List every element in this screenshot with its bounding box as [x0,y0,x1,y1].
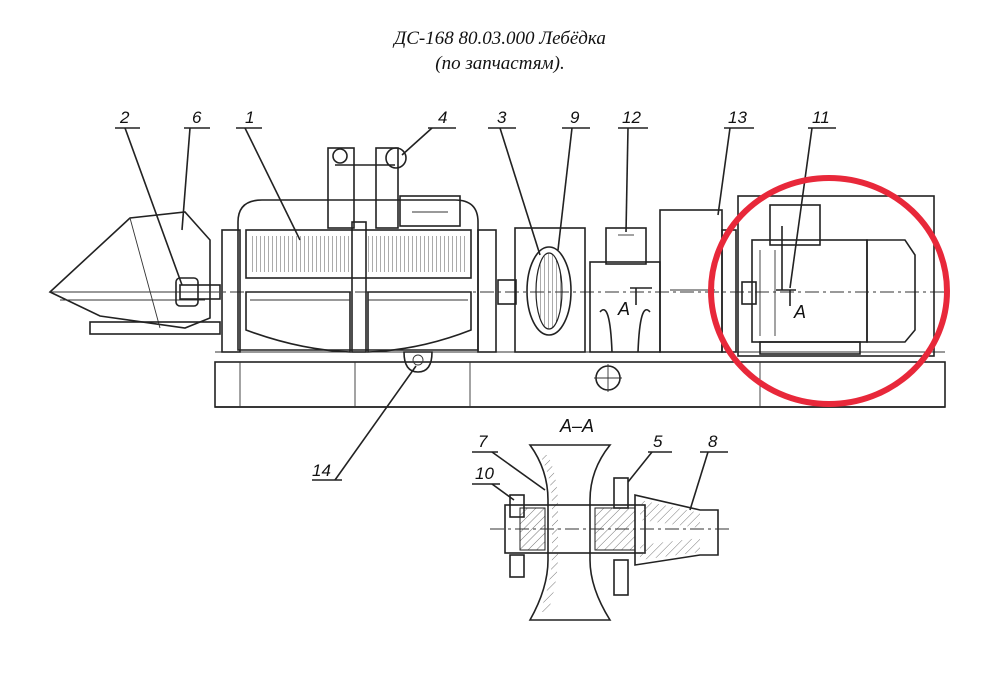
label-9: 9 [570,108,580,127]
gearbox [589,227,661,353]
drawing-title: ДС-168 80.03.000 Лебёдка [394,28,606,49]
label-7: 7 [478,432,488,451]
section-aa: А–А [490,416,730,621]
motor [737,195,935,357]
section-marker-right: А [776,226,806,322]
svg-text:А: А [793,302,806,322]
label-12: 12 [622,108,641,127]
drawing-subtitle: (по запчастям). [435,53,565,74]
label-2: 2 [119,108,130,127]
section-marker-left: А [617,287,652,319]
highlight-circle [708,175,950,407]
brake-drum [497,227,586,353]
callouts: 2 6 1 4 3 9 12 13 11 14 7 5 8 [115,108,836,511]
hook [403,351,433,373]
label-14: 14 [312,461,331,480]
svg-text:А: А [617,299,630,319]
label-4: 4 [438,108,447,127]
label-8: 8 [708,432,718,451]
label-5: 5 [653,432,663,451]
brake-assembly [327,147,461,229]
cone-guard [48,211,221,335]
drum [221,199,497,353]
label-13: 13 [728,108,747,127]
label-11: 11 [812,108,830,127]
coupling-block [659,209,737,353]
label-6: 6 [192,108,202,127]
label-1: 1 [245,108,254,127]
label-10: 10 [475,464,494,483]
left-coupling [175,277,199,307]
base-frame [214,351,946,408]
main-assembly: А А [48,147,946,408]
label-3: 3 [497,108,507,127]
section-title: А–А [559,416,594,436]
